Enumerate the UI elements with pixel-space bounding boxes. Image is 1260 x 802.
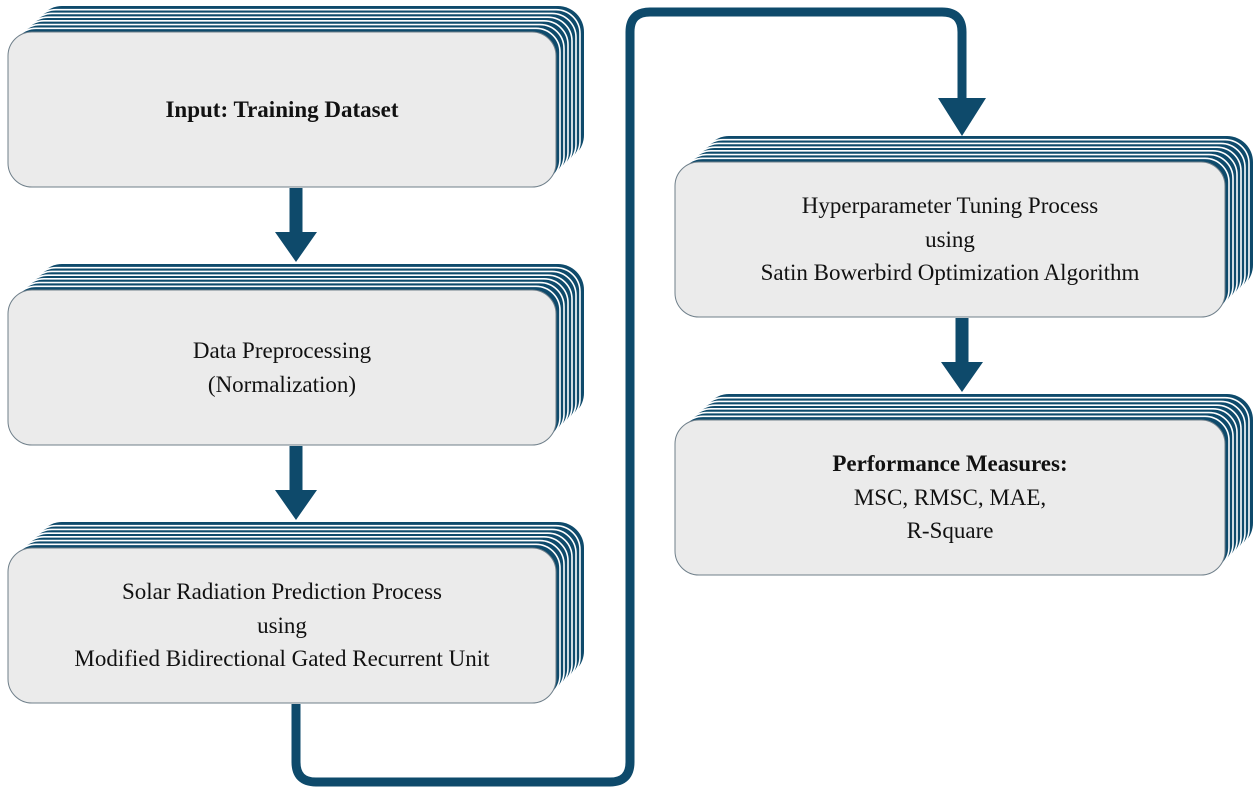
box-prediction-label: Solar Radiation Prediction Process using… bbox=[8, 548, 556, 703]
connector-arrowhead bbox=[938, 98, 986, 136]
box-input-front bbox=[7, 31, 557, 188]
box-line: (Normalization) bbox=[207, 371, 357, 397]
box-line: Modified Bidirectional Gated Recurrent U… bbox=[74, 646, 490, 672]
connector-prediction-to-tuning bbox=[291, 7, 967, 787]
box-preprocessing-front bbox=[7, 289, 557, 446]
arrow-input-to-preprocessing bbox=[275, 188, 317, 262]
box-performance-front bbox=[674, 419, 1226, 576]
arrow-preprocessing-to-prediction bbox=[275, 446, 317, 520]
box-input-label: Input: Training Dataset bbox=[8, 32, 556, 187]
arrow-tuning-to-performance bbox=[941, 318, 983, 392]
box-line: MSC, RMSC, MAE, bbox=[853, 484, 1047, 510]
box-line: Solar Radiation Prediction Process bbox=[121, 579, 443, 605]
box-line: Satin Bowerbird Optimization Algorithm bbox=[760, 260, 1140, 286]
box-prediction-front bbox=[7, 547, 557, 704]
box-line: using bbox=[925, 226, 975, 252]
box-preprocessing-label: Data Preprocessing (Normalization) bbox=[8, 290, 556, 445]
box-line: R-Square bbox=[906, 518, 994, 544]
box-tuning-front bbox=[674, 161, 1226, 318]
box-line: Performance Measures: bbox=[832, 451, 1068, 477]
box-line: Hyperparameter Tuning Process bbox=[801, 193, 1099, 219]
box-line: Input: Training Dataset bbox=[165, 96, 399, 122]
box-performance-label: Performance Measures: MSC, RMSC, MAE, R-… bbox=[675, 420, 1225, 575]
box-tuning-label: Hyperparameter Tuning Process using Sati… bbox=[675, 162, 1225, 317]
box-line: Data Preprocessing bbox=[192, 338, 372, 364]
box-line: using bbox=[257, 612, 307, 638]
